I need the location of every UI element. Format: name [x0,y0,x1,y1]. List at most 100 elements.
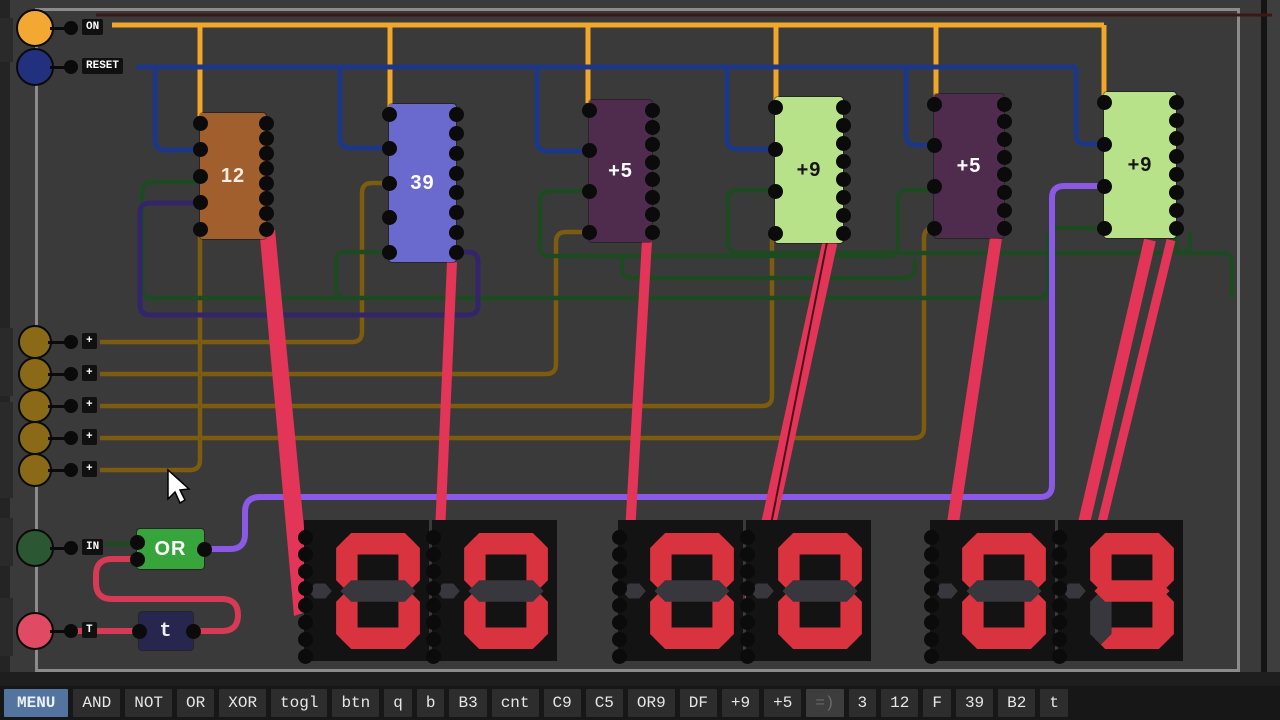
output-pin[interactable] [448,185,464,201]
output-pin[interactable] [448,126,464,142]
display-5-pin[interactable] [924,530,939,545]
chip-39[interactable]: 39 [381,104,464,262]
input-pin[interactable] [1096,220,1112,236]
wire-reset-1[interactable] [152,67,200,153]
output-pin[interactable] [1168,130,1184,146]
input-pin[interactable] [381,106,397,122]
toolbar-item-cnt[interactable]: cnt [491,689,539,717]
input-pin-plus-3[interactable] [64,399,78,413]
or-gate-input-pin[interactable] [129,551,145,567]
output-pin[interactable] [1168,112,1184,128]
display-1-pin[interactable] [298,632,313,647]
toolbar-item-c5[interactable]: C5 [585,689,623,717]
output-pin[interactable] [448,145,464,161]
input-pin-plus-5[interactable] [64,463,78,477]
output-pin[interactable] [1168,148,1184,164]
wire-bus-1[interactable] [259,226,312,616]
display-3-pin[interactable] [612,615,627,630]
toolbar-item-or[interactable]: OR [177,689,215,717]
input-pin[interactable] [1096,136,1112,152]
display-1-pin[interactable] [298,564,313,579]
display-4-pin[interactable] [740,530,755,545]
wire-reset-5[interactable] [903,67,934,148]
display-5-pin[interactable] [924,547,939,562]
output-pin[interactable] [996,131,1012,147]
input-circle-plus-5[interactable] [18,453,52,487]
display-4-pin[interactable] [740,598,755,613]
display-4-pin[interactable] [740,632,755,647]
output-pin[interactable] [644,224,660,240]
output-pin[interactable] [996,185,1012,201]
input-pin[interactable] [767,183,783,199]
input-pin[interactable] [581,183,597,199]
display-2-pin[interactable] [426,632,441,647]
input-pin[interactable] [192,142,208,157]
display-4-pin[interactable] [740,547,755,562]
output-pin[interactable] [835,153,851,169]
input-circle-reset[interactable] [16,48,54,86]
wire-plus-5[interactable] [100,229,203,473]
display-3-pin[interactable] [612,564,627,579]
toolbar-item-xor[interactable]: XOR [219,689,267,717]
display-1-pin[interactable] [298,547,313,562]
display-4-pin[interactable] [740,581,755,596]
wire-green-loop-a[interactable] [537,187,934,259]
input-pin[interactable] [192,168,208,184]
display-5-pin[interactable] [924,615,939,630]
output-pin[interactable] [835,135,851,151]
output-pin[interactable] [1168,220,1184,236]
output-pin[interactable] [258,191,274,207]
output-pin[interactable] [448,205,464,221]
wire-green-loop-c[interactable] [619,256,918,281]
t-chip-input-pin[interactable] [131,623,147,639]
display-6-pin[interactable] [1052,530,1067,545]
input-pin[interactable] [926,137,942,153]
wire-reset-3[interactable] [534,67,589,154]
output-pin[interactable] [644,119,660,135]
input-pin-plus-2[interactable] [64,367,78,381]
display-6-pin[interactable] [1052,615,1067,630]
display-5-pin[interactable] [924,581,939,596]
toolbar-item-b[interactable]: b [416,689,445,717]
toolbar-item-f[interactable]: F [923,689,951,717]
chip-plus9-a[interactable]: +9 [767,97,851,243]
output-pin[interactable] [448,165,464,181]
display-6-pin[interactable] [1052,632,1067,647]
wire-green-edge[interactable] [1173,232,1235,298]
toolbar-item-12[interactable]: 12 [881,689,919,717]
input-pin[interactable] [926,96,942,112]
input-pin[interactable] [767,225,783,241]
output-pin[interactable] [996,149,1012,165]
input-circle-plus-4[interactable] [18,421,52,455]
display-6-pin[interactable] [1052,598,1067,613]
display-2-pin[interactable] [426,598,441,613]
display-3-pin[interactable] [612,530,627,545]
display-3-pin[interactable] [612,547,627,562]
t-chip[interactable]: t [131,612,201,650]
wire-green-39[interactable] [333,249,389,301]
wire-t-loop[interactable] [93,556,242,634]
input-pin[interactable] [926,179,942,195]
display-1-pin[interactable] [298,598,313,613]
display-3-pin[interactable] [612,581,627,596]
output-pin[interactable] [996,96,1012,112]
toolbar-item-smiley[interactable]: =) [806,689,844,717]
toolbar-item-df[interactable]: DF [679,689,717,717]
input-circle-t[interactable] [16,612,54,650]
input-pin-plus-4[interactable] [64,431,78,445]
chip-plus5-b[interactable]: +5 [926,94,1012,238]
input-pin[interactable] [1096,94,1112,110]
input-pin-plus-1[interactable] [64,335,78,349]
display-2-pin[interactable] [426,649,441,664]
display-6-pin[interactable] [1052,581,1067,596]
output-pin[interactable] [835,189,851,205]
output-pin[interactable] [258,145,274,161]
output-pin[interactable] [835,99,851,115]
input-pin-in[interactable] [64,541,78,555]
display-1[interactable] [298,520,429,664]
display-4-pin[interactable] [740,615,755,630]
toolbar-item-or9[interactable]: OR9 [627,689,675,717]
toolbar-item-t[interactable]: t [1040,689,1068,717]
display-2[interactable] [426,520,557,664]
input-pin-reset[interactable] [64,60,78,74]
